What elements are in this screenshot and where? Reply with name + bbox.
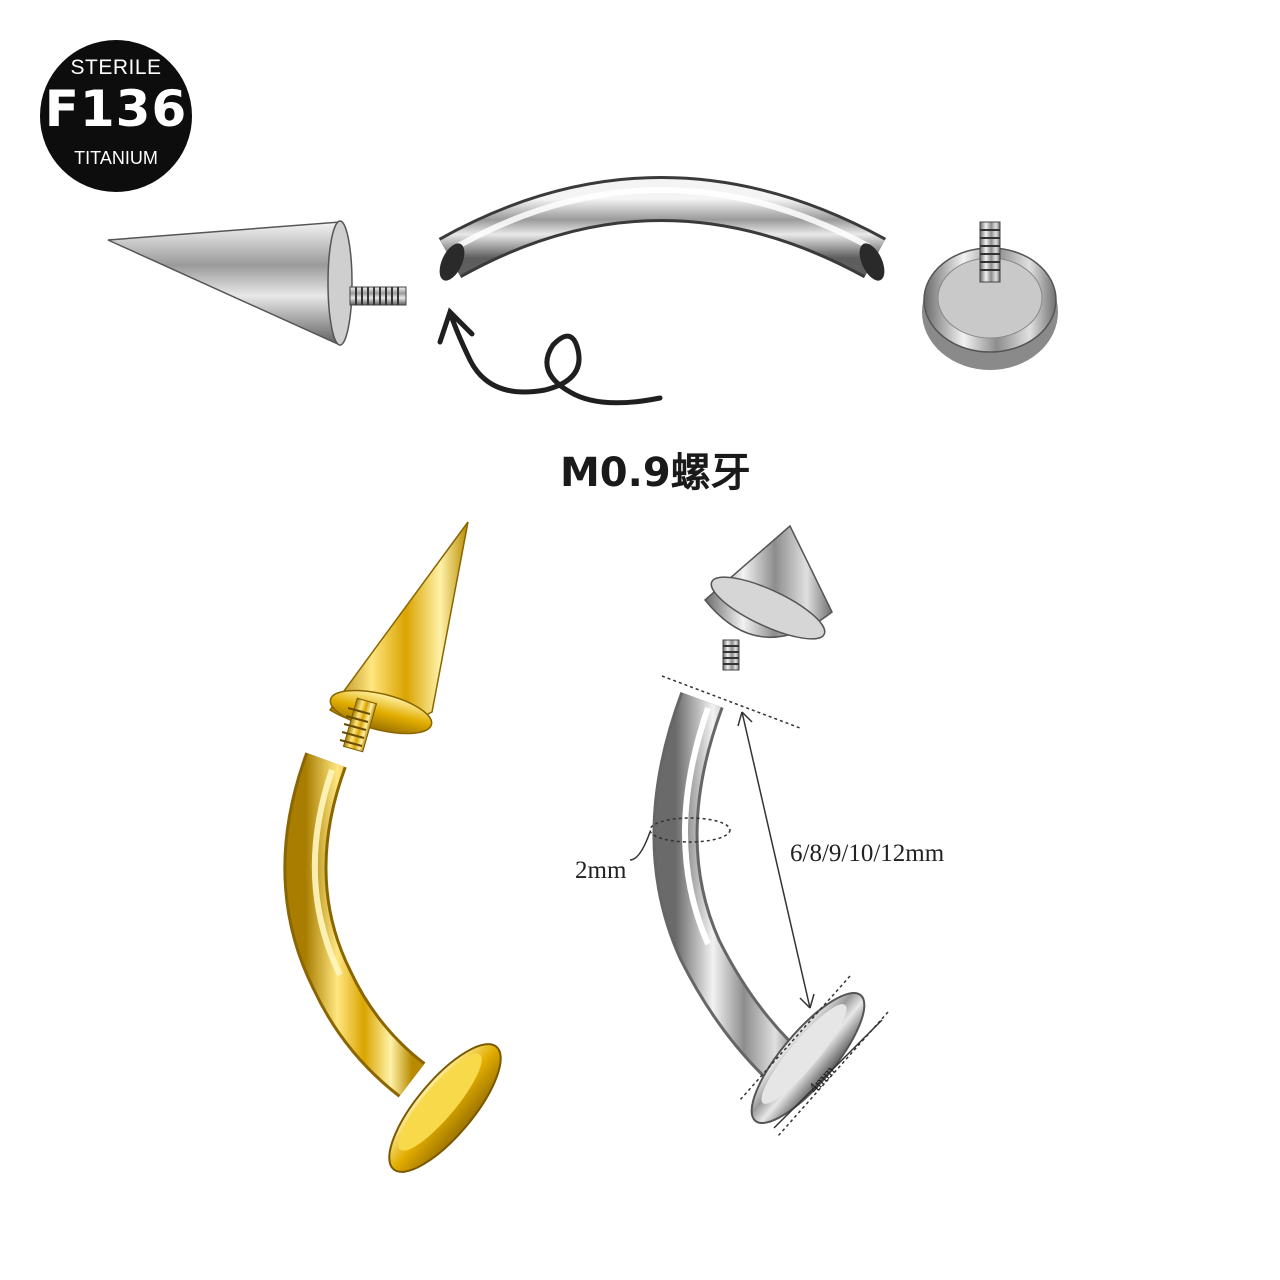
bar-length-label: 6/8/9/10/12mm — [790, 840, 945, 867]
sterile-titanium-badge: STERILE F136 TITANIUM — [40, 40, 192, 192]
scribble-arrow-icon — [437, 307, 663, 406]
silver-curved-bar — [438, 176, 887, 281]
thread-size-label: M0.9螺牙 — [560, 450, 751, 496]
dimension-lines — [629, 675, 889, 1137]
badge-line-2: F136 — [44, 80, 188, 138]
gold-spike-barbell — [283, 521, 502, 1173]
badge-line-3: TITANIUM — [74, 148, 158, 168]
silver-spike-barbell-diagram — [652, 524, 866, 1125]
badge-line-1: STERILE — [70, 56, 162, 79]
silver-spike-cone — [107, 220, 407, 347]
silver-disc-end — [922, 221, 1058, 370]
bar-gauge-label: 2mm — [575, 857, 627, 884]
